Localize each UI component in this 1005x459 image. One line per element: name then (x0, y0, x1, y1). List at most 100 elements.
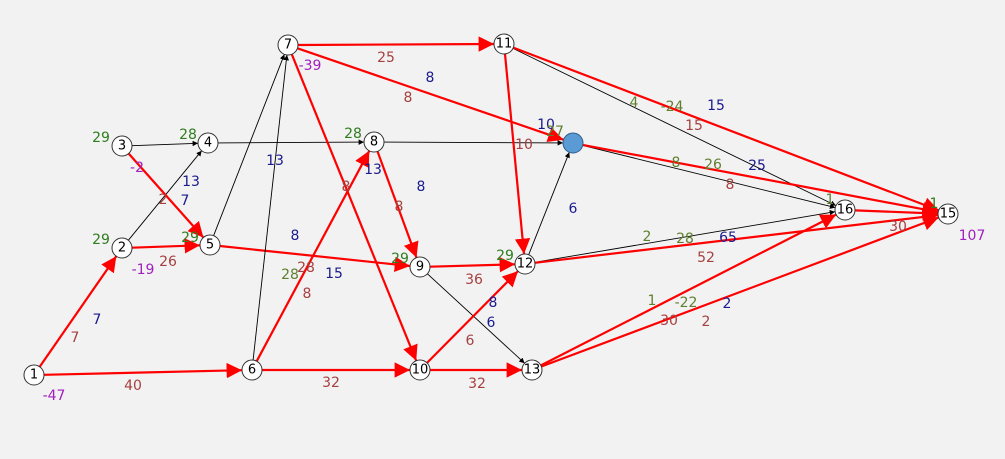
value-label: 2 (159, 192, 168, 208)
node-circle[interactable] (111, 237, 133, 259)
value-label: 8 (342, 179, 351, 195)
node-13[interactable]: 13 (521, 359, 543, 381)
node-6[interactable]: 6 (241, 359, 263, 381)
node-circle[interactable] (409, 256, 431, 278)
node-10[interactable]: 10 (409, 359, 431, 381)
node-circle[interactable] (241, 359, 263, 381)
node-circle[interactable] (363, 131, 385, 153)
value-label: 13 (182, 174, 200, 190)
value-label: 36 (465, 272, 483, 288)
edge-8-9 (376, 151, 419, 258)
node-label: 11 (496, 37, 513, 52)
value-label: 13 (364, 162, 382, 178)
node-circle[interactable] (199, 234, 221, 256)
value-label: 8 (395, 199, 404, 215)
value-label: 8 (417, 179, 426, 195)
node-circle[interactable] (937, 203, 959, 225)
node-9[interactable]: 9 (409, 256, 431, 278)
value-label: 29 (92, 232, 110, 248)
edge-1-2 (38, 255, 118, 368)
value-label: 28 (179, 127, 197, 143)
value-label: 8 (404, 90, 413, 106)
node-5[interactable]: 5 (199, 234, 221, 256)
node-circle[interactable] (277, 34, 299, 56)
value-label: 1 (826, 192, 835, 208)
value-label: 2 (643, 229, 652, 245)
edge-11-15 (512, 46, 940, 213)
node-label: 7 (284, 38, 292, 53)
value-label: 26 (704, 157, 722, 173)
value-label: 1 (930, 196, 939, 212)
node-11[interactable]: 11 (493, 33, 515, 55)
edge-1-6 (43, 362, 243, 379)
value-label: 28 (676, 231, 694, 247)
value-label: 15 (325, 266, 343, 282)
value-label: 30 (660, 313, 678, 329)
value-label: 25 (377, 50, 395, 66)
value-label: 32 (468, 376, 486, 392)
value-label: 107 (959, 228, 986, 244)
node-label: 16 (837, 203, 854, 218)
value-label: 27 (546, 124, 564, 140)
value-label: -2 (130, 160, 144, 176)
value-label: 32 (322, 375, 340, 391)
node-label: 5 (206, 238, 214, 253)
node-circle[interactable] (834, 199, 856, 221)
node-circle[interactable] (111, 135, 133, 157)
value-label: 2 (702, 314, 711, 330)
edge-2-5 (131, 238, 201, 254)
value-label: 28 (297, 260, 315, 276)
value-label: 29 (391, 251, 409, 267)
edge-12-15 (534, 209, 939, 264)
value-label: 8 (726, 177, 735, 193)
value-label: -19 (132, 262, 155, 278)
node-circle[interactable] (493, 33, 515, 55)
node-12[interactable]: 12 (514, 253, 536, 275)
value-label: 8 (303, 286, 312, 302)
value-label: 65 (719, 230, 737, 246)
node-8[interactable]: 8 (363, 131, 385, 153)
node-circle[interactable] (409, 359, 431, 381)
edge-x-15 (582, 143, 939, 217)
node-circle[interactable] (197, 132, 219, 154)
edge-13-15 (541, 215, 939, 368)
edge-5-9 (219, 244, 411, 273)
node-label: 12 (517, 257, 534, 272)
edge-9-13 (427, 273, 525, 364)
value-label: -39 (299, 58, 322, 74)
node-x[interactable] (562, 132, 584, 154)
node-label: 3 (118, 139, 126, 154)
value-label: 10 (537, 117, 555, 133)
node-circle[interactable] (514, 253, 536, 275)
value-label: 6 (466, 333, 475, 349)
value-label: 1 (648, 293, 657, 309)
value-label: 7 (71, 330, 80, 346)
node-1[interactable]: 1 (23, 364, 45, 386)
value-label: 29 (496, 248, 514, 264)
node-16[interactable]: 16 (834, 199, 856, 221)
node-3[interactable]: 3 (111, 135, 133, 157)
value-label: 8 (291, 228, 300, 244)
node-2[interactable]: 2 (111, 237, 133, 259)
value-label: 26 (159, 254, 177, 270)
edge-11-12 (503, 53, 531, 255)
value-label: 40 (124, 378, 142, 394)
node-7[interactable]: 7 (277, 34, 299, 56)
edge-9-12 (429, 257, 516, 273)
node-label: 8 (370, 135, 378, 150)
edge-12-x (528, 152, 570, 255)
value-label: 52 (697, 250, 715, 266)
node-15[interactable]: 15 (937, 203, 959, 225)
value-label: 10 (515, 137, 533, 153)
edge-10-12 (426, 270, 519, 364)
node-label: 1 (30, 368, 38, 383)
edge-7-11 (297, 36, 495, 52)
value-label: -24 (661, 99, 684, 115)
node-circle[interactable] (521, 359, 543, 381)
node-circle[interactable] (562, 132, 584, 154)
node-4[interactable]: 4 (197, 132, 219, 154)
edge-7-x (297, 47, 564, 142)
value-label: 15 (707, 98, 725, 114)
node-label: 9 (416, 260, 424, 275)
node-circle[interactable] (23, 364, 45, 386)
